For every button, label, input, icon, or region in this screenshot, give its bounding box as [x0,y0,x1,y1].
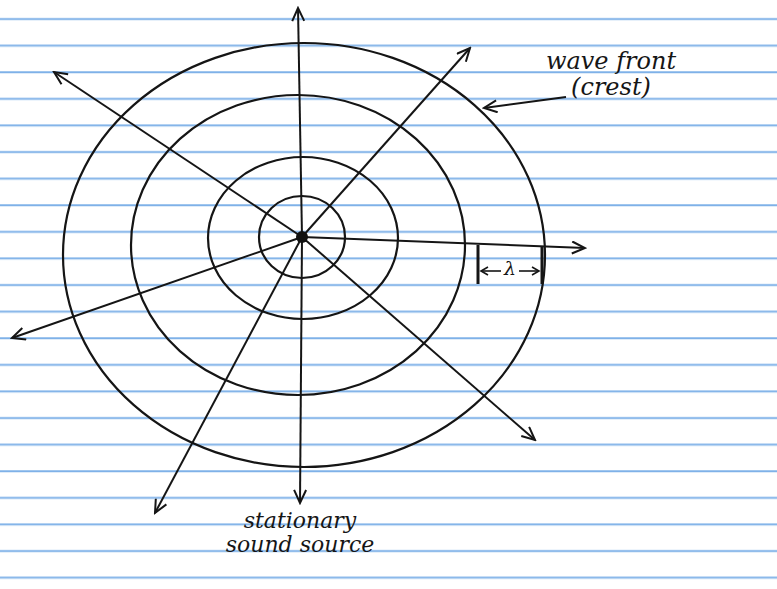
ray-arrow [302,48,470,237]
bracket-tick [477,245,480,284]
wavelength-symbol: λ [500,258,520,279]
callout-label: wave front (crest) [545,48,677,101]
source-dot [296,231,308,243]
wave-front [63,43,545,467]
dimension-arrow [481,270,501,272]
ray-arrow [54,72,302,237]
leader-arrow [484,97,566,108]
ray-arrow [298,8,302,237]
ray-arrow [155,237,302,513]
ray-arrow [12,237,302,338]
dimension-arrow [519,270,539,272]
ray-arrow [300,237,302,503]
propagation-arrows [12,8,585,513]
wave-fronts [63,43,545,467]
ray-arrow [302,237,535,440]
source-label: stationary sound source [215,509,385,557]
bracket-tick [541,246,544,284]
wavelength-bracket [478,245,542,284]
